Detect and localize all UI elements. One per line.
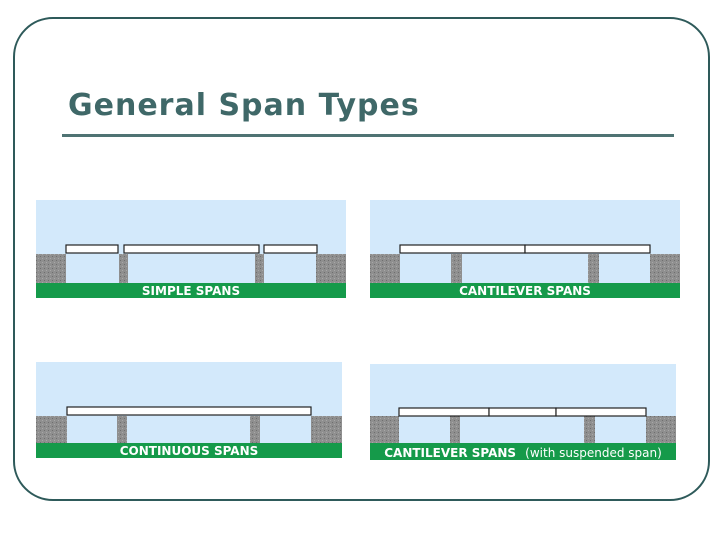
diagram-label: CANTILEVER SPANS (with suspended span) xyxy=(384,442,662,461)
deck-continuous xyxy=(66,406,312,416)
deck-span xyxy=(65,244,119,254)
pier xyxy=(255,254,264,283)
abutment-right xyxy=(316,254,346,283)
abutment-right xyxy=(646,416,676,443)
sky xyxy=(36,362,342,444)
deck-span xyxy=(263,244,318,254)
deck-cantilever xyxy=(398,407,490,417)
abutment-right xyxy=(650,254,680,283)
ground-band xyxy=(36,443,342,458)
continuous-spans-diagram: CONTINUOUS SPANS xyxy=(36,362,342,460)
abutment-left xyxy=(370,254,400,283)
abutment-right xyxy=(311,416,342,443)
slide-title: General Span Types xyxy=(68,88,420,123)
sky xyxy=(36,200,346,284)
ground-band xyxy=(370,283,680,298)
abutment-left xyxy=(36,416,67,443)
ground-band xyxy=(370,443,676,460)
deck-cantilever xyxy=(524,244,651,254)
pier xyxy=(451,254,462,283)
deck-suspended-span xyxy=(488,407,557,417)
simple-spans-diagram: SIMPLE SPANS xyxy=(36,200,346,298)
abutment-left xyxy=(370,416,399,443)
deck-cantilever xyxy=(555,407,647,417)
slide-frame xyxy=(13,17,710,501)
pier xyxy=(119,254,128,283)
cantilever-suspended-diagram: CANTILEVER SPANS (with suspended span) xyxy=(370,364,676,462)
sky xyxy=(370,364,676,444)
pier xyxy=(588,254,599,283)
ground-band xyxy=(36,283,346,298)
cantilever-spans-diagram: CANTILEVER SPANS xyxy=(370,200,680,298)
diagram-label: CONTINUOUS SPANS xyxy=(120,444,259,458)
pier xyxy=(250,416,260,443)
deck-span xyxy=(123,244,260,254)
abutment-left xyxy=(36,254,66,283)
diagram-label: CANTILEVER SPANS xyxy=(459,284,591,298)
diagram-label: SIMPLE SPANS xyxy=(142,284,240,298)
pier xyxy=(117,416,127,443)
deck-cantilever xyxy=(399,244,526,254)
pier xyxy=(450,416,460,443)
title-divider xyxy=(62,134,674,137)
pier xyxy=(584,416,595,443)
sky xyxy=(370,200,680,284)
